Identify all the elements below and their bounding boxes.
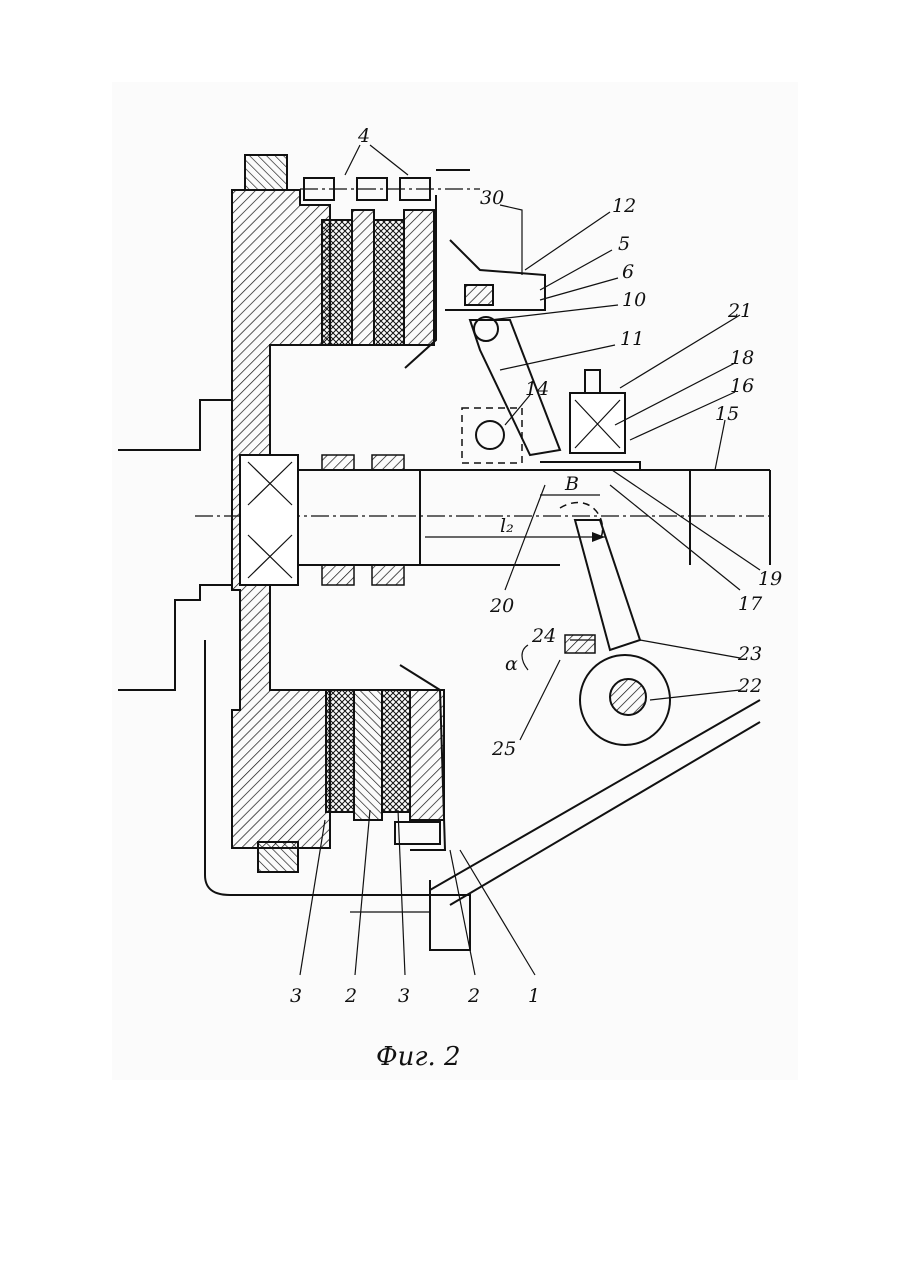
friction-lining-bottom-right xyxy=(382,690,410,812)
alpha-arc xyxy=(522,645,528,670)
disc-hub-top-right xyxy=(372,455,404,470)
input-shaft-extension xyxy=(420,470,770,565)
label-22: 22 xyxy=(737,675,762,697)
label-21: 21 xyxy=(727,300,752,322)
label-l2: l₂ xyxy=(500,515,514,537)
label-11: 11 xyxy=(620,328,644,350)
label-2-left: 2 xyxy=(344,985,357,1007)
disc-hub-bottom-left xyxy=(322,565,354,585)
bolts-4 xyxy=(300,178,480,200)
label-19: 19 xyxy=(758,568,782,590)
release-fork-23 xyxy=(575,520,640,650)
engine-housing xyxy=(118,400,232,690)
label-6: 6 xyxy=(622,261,634,283)
friction-lining-top-right xyxy=(374,220,404,345)
label-4: 4 xyxy=(357,125,370,147)
fork-shaft-22 xyxy=(610,679,646,715)
pressure-plate-top xyxy=(404,210,434,345)
bottom-bolt xyxy=(395,822,440,844)
label-12: 12 xyxy=(612,195,636,217)
label-23: 23 xyxy=(737,643,762,665)
label-3-left: 3 xyxy=(290,985,302,1007)
dimension-l2-arrow xyxy=(592,532,605,542)
label-3-right: 3 xyxy=(398,985,410,1007)
lever-housing xyxy=(445,240,545,310)
label-25: 25 xyxy=(491,738,516,760)
diagonal-plate xyxy=(430,700,760,905)
friction-lining-top-left xyxy=(322,220,352,345)
input-shaft-body xyxy=(298,470,420,565)
label-alpha: α xyxy=(505,653,518,675)
label-14: 14 xyxy=(525,378,549,400)
lever-pivot-block xyxy=(465,285,493,305)
label-17: 17 xyxy=(738,593,763,615)
intermediate-plate-top xyxy=(352,210,374,345)
intermediate-plate-bottom xyxy=(354,690,382,820)
adjust-nut-24 xyxy=(565,635,595,653)
label-16: 16 xyxy=(730,375,754,397)
label-24: 24 xyxy=(531,625,556,647)
lever-roller-14 xyxy=(476,421,504,449)
label-18: 18 xyxy=(730,347,754,369)
grease-fitting-21 xyxy=(585,370,600,393)
pressure-plate-bottom xyxy=(410,690,444,820)
bearing-sleeve-20 xyxy=(540,462,640,470)
disc-hub-bottom-right xyxy=(372,565,404,585)
label-30: 30 xyxy=(480,187,504,209)
label-5: 5 xyxy=(618,233,630,255)
label-B: B xyxy=(564,473,579,495)
label-15: 15 xyxy=(715,403,739,425)
pilot-bearing-hub xyxy=(240,455,298,585)
ring-gear-top xyxy=(245,155,287,190)
figure-caption: Фиг. 2 xyxy=(376,1042,461,1072)
label-20: 20 xyxy=(489,595,514,617)
label-2-right: 2 xyxy=(467,985,480,1007)
label-10: 10 xyxy=(622,289,646,311)
label-1: 1 xyxy=(528,985,540,1007)
disc-hub-top-left xyxy=(322,455,354,470)
friction-lining-bottom-left xyxy=(326,690,354,812)
shaft-end xyxy=(690,470,770,565)
ring-gear-bottom xyxy=(258,842,298,872)
